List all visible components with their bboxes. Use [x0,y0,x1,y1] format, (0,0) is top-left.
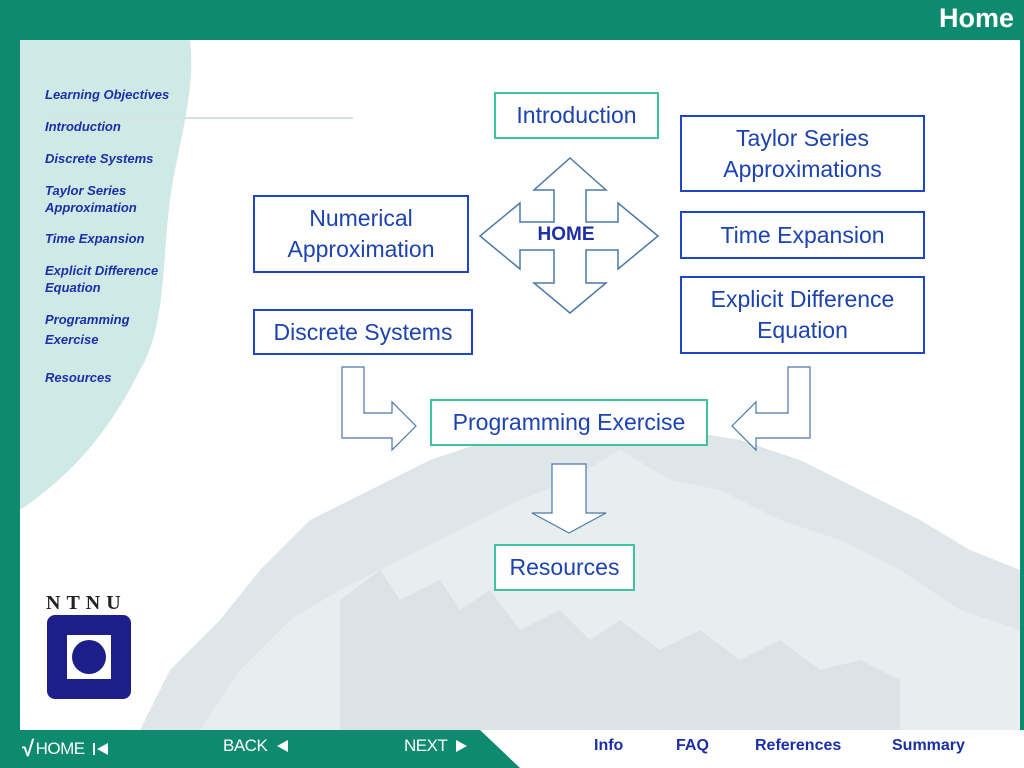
info-link[interactable]: Info [594,737,624,754]
faq-link[interactable]: FAQ [676,737,709,754]
explicit-difference-box[interactable]: Explicit Difference Equation [680,276,925,354]
right-frame [1020,0,1024,768]
programming-exercise-box[interactable]: Programming Exercise [430,399,708,446]
back-button[interactable]: BACK [223,736,289,756]
sidebar-item-discrete-systems[interactable]: Discrete Systems [45,151,154,166]
page-title: Home [938,3,1014,33]
logo-dot [72,640,106,674]
sidebar-item-learning-objectives[interactable]: Learning Objectives [45,87,170,102]
ntnu-logo-icon [47,615,131,699]
home-hub-label[interactable]: HOME [537,224,595,245]
diagram-arrows [341,156,811,534]
sidebar-item-introduction[interactable]: Introduction [45,119,121,134]
check-icon: √ [22,736,34,761]
sidebar-item-time-expansion[interactable]: Time Expansion [45,231,145,246]
sidebar-item-programming-exercise[interactable]: Programming Exercise [45,312,130,347]
summary-link[interactable]: Summary [892,737,965,754]
ntnu-logo-text: NTNU [46,592,127,614]
sidebar-panel [20,40,192,510]
sidebar-nav: Learning Objectives Introduction Discret… [45,86,205,386]
home-button[interactable]: √ HOME [22,736,109,762]
sidebar-item-resources[interactable]: Resources [45,370,112,385]
skip-back-icon [92,743,108,755]
logo-inner-square [67,635,111,679]
taylor-series-box[interactable]: Taylor Series Approximations [680,115,925,192]
back-button-label: BACK [223,736,268,755]
sidebar-item-explicit-difference[interactable]: Explicit Difference Equation [45,263,159,295]
next-button[interactable]: NEXT [404,736,469,756]
time-expansion-box[interactable]: Time Expansion [680,211,925,259]
introduction-box[interactable]: Introduction [494,92,659,139]
header-bar [0,0,1024,40]
numerical-approximation-box[interactable]: Numerical Approximation [253,195,469,273]
discrete-systems-box[interactable]: Discrete Systems [253,309,473,355]
divider [48,117,353,119]
triangle-left-icon [277,740,289,752]
left-frame [0,0,20,768]
sidebar-item-taylor-series[interactable]: Taylor Series Approximation [45,183,137,215]
home-button-label: HOME [35,739,86,758]
resources-box[interactable]: Resources [494,544,635,591]
triangle-right-icon [456,740,468,752]
footer-light-area [480,730,1024,768]
next-button-label: NEXT [404,736,448,755]
references-link[interactable]: References [755,737,842,754]
